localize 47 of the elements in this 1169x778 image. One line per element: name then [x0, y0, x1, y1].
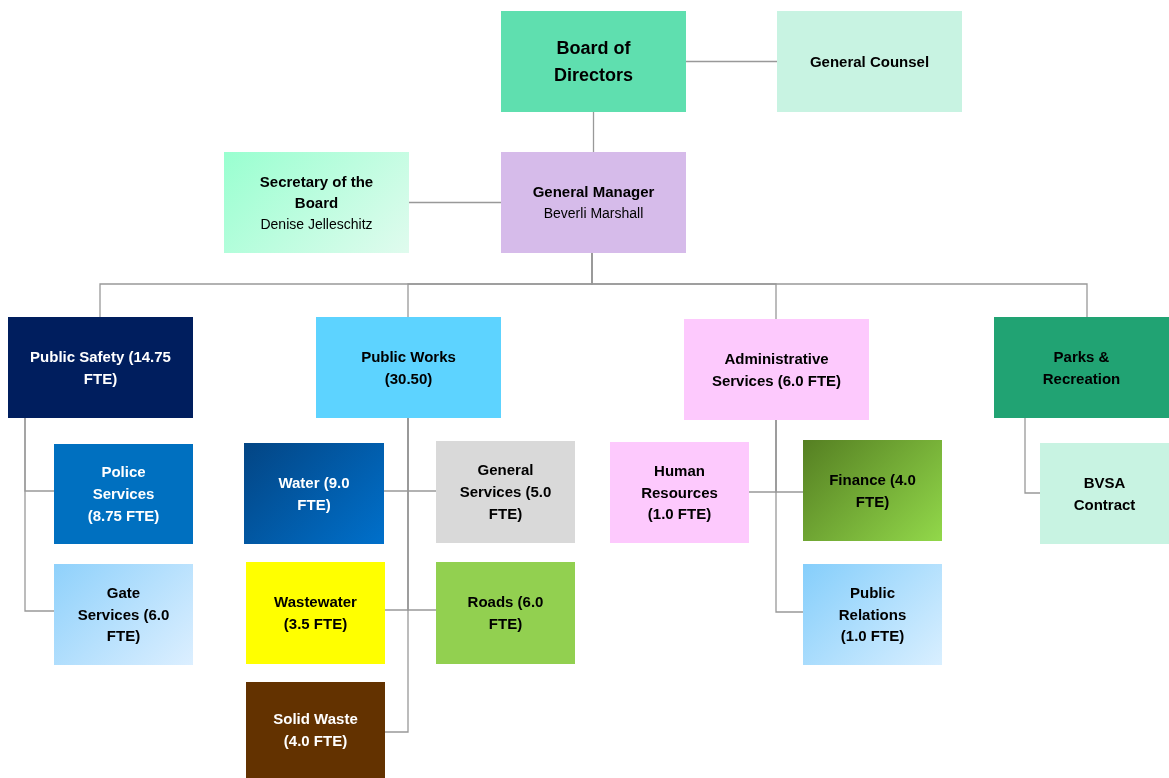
unit-title: Public Works (30.50): [360, 346, 457, 389]
org-box: [803, 564, 942, 665]
org-box: [246, 682, 385, 778]
unit-title: Administrative Services (6.0 FTE): [710, 348, 843, 391]
connector-line: [775, 419, 804, 613]
org-box: [54, 444, 193, 544]
org-box: [1040, 443, 1169, 544]
connector-line: [592, 111, 595, 153]
unit-title: Parks & Recreation: [1041, 346, 1122, 389]
person-name: Denise Jelleschitz: [260, 215, 373, 235]
unit-title: Wastewater (3.5 FTE): [273, 592, 358, 634]
org-box: [244, 443, 384, 544]
org-box: [436, 562, 575, 664]
org-box: [610, 442, 749, 543]
unit-title: Secretary of the Board: [258, 171, 375, 214]
unit-title: Board of Directors: [553, 37, 634, 87]
org-box: [436, 441, 575, 543]
unit-title: Gate Services (6.0 FTE): [76, 582, 171, 647]
connector-line: [24, 417, 55, 612]
connector-line: [408, 201, 502, 204]
unit-title: BVSA Contract: [1072, 472, 1137, 515]
person-name: Beverli Marshall: [543, 204, 644, 224]
org-box: [54, 564, 193, 665]
unit-title: Roads (6.0 FTE): [466, 592, 545, 634]
unit-title: General Manager: [532, 182, 655, 203]
connector-line: [685, 60, 778, 63]
org-box: [684, 319, 869, 420]
connector-line: [384, 417, 409, 733]
org-box: [316, 317, 501, 418]
unit-title: Solid Waste (4.0 FTE): [272, 709, 359, 751]
org-box: [224, 152, 409, 253]
unit-title: General Services (5.0 FTE): [458, 460, 553, 524]
unit-title: Finance (4.0 FTE): [828, 469, 917, 512]
unit-title: Public Safety (14.75 FTE): [30, 346, 171, 389]
unit-title: Public Relations (1.0 FTE): [837, 582, 908, 647]
unit-title: Water (9.0 FTE): [277, 472, 351, 515]
org-box: [501, 11, 686, 112]
connector-line: [1024, 417, 1041, 494]
org-box: [803, 440, 942, 541]
unit-title: Police Services (8.75 FTE): [86, 462, 161, 526]
org-box: [994, 317, 1169, 418]
org-box: [246, 562, 385, 664]
unit-title: Human Resources (1.0 FTE): [640, 460, 719, 525]
org-box: [777, 11, 962, 112]
org-box: [8, 317, 193, 418]
unit-title: General Counsel: [809, 51, 930, 72]
org-box: [501, 152, 686, 253]
